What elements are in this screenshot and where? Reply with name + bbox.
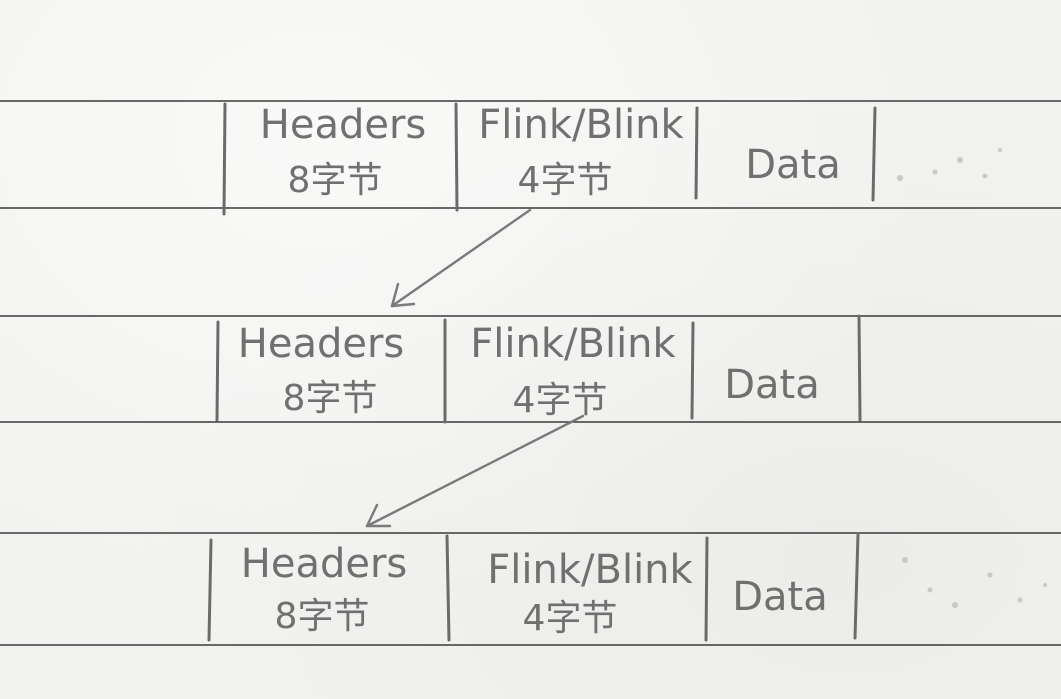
row-1-headers-label: Headers [260, 102, 426, 148]
paper-smudge-top [897, 148, 1002, 181]
row-1-data-label: Data [745, 142, 841, 188]
row-3-flink-label: Flink/Blink [487, 547, 693, 593]
row-1-divider-data [871, 106, 877, 202]
row-3-divider-start [207, 538, 213, 642]
row-3-divider-data [853, 532, 860, 640]
row-2-flink-label: Flink/Blink [470, 321, 676, 367]
row-1-divider-headers [454, 102, 459, 212]
row-3-headers-size: 8字节 [275, 596, 370, 637]
flink-arrowhead-2 [365, 503, 392, 528]
flink-arrowhead-1 [390, 282, 416, 308]
row-1-divider-flink [694, 106, 699, 200]
row-2-divider-data [857, 314, 862, 422]
flink-arrow-2 [365, 414, 585, 528]
flink-arrow-1 [390, 208, 532, 308]
row-3-flink-size: 4字节 [523, 598, 618, 639]
row-2-divider-flink [690, 321, 695, 420]
row-2-headers-size: 8字节 [283, 378, 378, 419]
paper-smudge-bottom [902, 557, 1047, 608]
row-1-flink-label: Flink/Blink [478, 102, 684, 148]
row-2-data-label: Data [724, 362, 820, 408]
row-2-divider-start [215, 320, 220, 422]
row-2-headers-label: Headers [238, 321, 404, 367]
row-3-divider-headers [445, 534, 451, 642]
row-2-flink-size: 4字节 [513, 380, 608, 421]
row-3-data-label: Data [732, 574, 828, 620]
row-1-headers-size: 8字节 [288, 160, 383, 201]
row-1-divider-start [222, 102, 227, 216]
row-1-flink-size: 4字节 [518, 160, 613, 201]
row-3-headers-label: Headers [241, 541, 407, 587]
row-3-divider-flink [704, 536, 709, 642]
